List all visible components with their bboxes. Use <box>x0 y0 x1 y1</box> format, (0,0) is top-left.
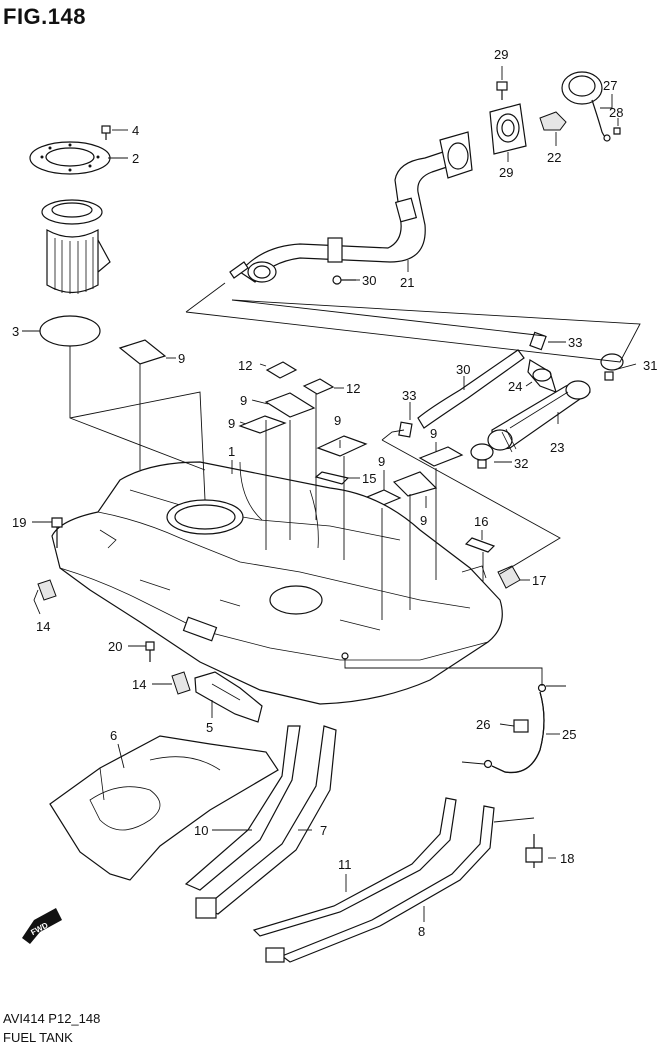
callout-19: 21 <box>400 275 414 290</box>
part-14-pad-b[interactable] <box>464 537 496 553</box>
callout-20: 22 <box>547 150 561 165</box>
callout-10: 10 <box>194 823 208 838</box>
part-9-pad-e[interactable] <box>418 446 464 467</box>
callout-14: 15 <box>362 471 376 486</box>
callout-5: 5 <box>206 720 213 735</box>
callout-29: 32 <box>514 456 528 471</box>
callout-11: 11 <box>338 857 352 872</box>
callout-7: 7 <box>320 823 327 838</box>
callout-18: 20 <box>108 639 122 654</box>
callout-4: 4 <box>132 123 139 138</box>
callout-26: 29 <box>494 47 508 62</box>
part-12-pad-a[interactable] <box>265 361 298 379</box>
part-20-cap-holder[interactable] <box>539 111 567 131</box>
part-9-pad-c[interactable] <box>238 415 287 434</box>
figure-code: AVI414 P12_148 <box>3 1011 101 1026</box>
callout-16: 18 <box>560 851 574 866</box>
callout-9: 9 <box>178 351 185 366</box>
callout-22: 24 <box>508 379 522 394</box>
part-14-pad-a[interactable] <box>314 471 350 485</box>
callout-9: 9 <box>420 513 427 528</box>
part-9-pad-g[interactable] <box>392 471 438 497</box>
part-13-pad-bottom[interactable] <box>171 671 191 695</box>
callout-9: 9 <box>430 426 437 441</box>
part-17-bolt[interactable] <box>51 517 63 548</box>
part-15-grommet[interactable] <box>497 565 521 589</box>
part-4-screw[interactable] <box>101 125 111 140</box>
part-6-tank-under-cover[interactable] <box>49 735 279 881</box>
part-30-clip-lower[interactable] <box>398 421 413 438</box>
callout-8: 8 <box>418 924 425 939</box>
part-33-clip-lower[interactable] <box>483 759 493 769</box>
part-18-bolt[interactable] <box>145 641 155 662</box>
part-28-breather-hose[interactable] <box>417 349 525 429</box>
part-fuel-pump-module[interactable] <box>41 199 111 294</box>
part-22-hose-clamp[interactable] <box>527 359 557 393</box>
callout-30: 33 <box>568 335 582 350</box>
callout-9: 9 <box>378 454 385 469</box>
callout-24: 28 <box>609 105 623 120</box>
callout-9: 9 <box>240 393 247 408</box>
part-11-strap-pad[interactable] <box>252 797 457 937</box>
part-1-fuel-tank[interactable] <box>51 461 503 705</box>
callout-6: 6 <box>110 728 117 743</box>
part-29-clamp-upper[interactable] <box>600 353 624 381</box>
callout-12: 12 <box>238 358 252 373</box>
callout-30: 33 <box>402 388 416 403</box>
callout-27: 30 <box>362 273 376 288</box>
callout-13: 14 <box>132 677 146 692</box>
part-2-pump-cover-plate[interactable] <box>29 141 111 175</box>
part-24-clip[interactable] <box>613 127 621 135</box>
part-27-bolt[interactable] <box>332 275 356 285</box>
callout-25: 29 <box>499 165 513 180</box>
fwd-direction-arrow-icon: FWD <box>22 908 62 944</box>
callout-1: 1 <box>228 444 235 459</box>
part-31-evap-hose[interactable] <box>491 691 545 774</box>
callout-28: 30 <box>456 362 470 377</box>
callout-3: 3 <box>12 324 19 339</box>
part-7-tank-strap[interactable] <box>195 725 337 919</box>
part-30-clip[interactable] <box>529 331 547 351</box>
callout-17: 19 <box>12 515 26 530</box>
leader-lines <box>22 66 641 922</box>
part-9-pad-d[interactable] <box>316 435 368 457</box>
part-12-pad-b[interactable] <box>302 378 335 395</box>
callout-9: 9 <box>228 416 235 431</box>
part-9-pad-a[interactable] <box>118 339 167 365</box>
callout-15: 17 <box>532 573 546 588</box>
figure-title: FIG.148 <box>3 4 86 29</box>
callout-12: 12 <box>346 381 360 396</box>
part-8-tank-strap[interactable] <box>265 805 495 963</box>
part-3-o-ring[interactable] <box>39 315 101 347</box>
part-23-fuel-cap[interactable] <box>561 71 611 142</box>
callout-29: 31 <box>643 358 657 373</box>
callout-14: 16 <box>474 514 488 529</box>
part-5-bracket[interactable] <box>194 671 263 723</box>
callout-9: 9 <box>334 413 341 428</box>
part-10-strap-pad[interactable] <box>184 725 301 891</box>
part-9-pad-b[interactable] <box>264 392 316 418</box>
part-19-filler-neck-pipe[interactable] <box>229 131 473 283</box>
part-25-filler-housing[interactable] <box>489 103 527 155</box>
part-29-clamp-lower[interactable] <box>470 443 494 469</box>
figure-name: FUEL TANK <box>3 1030 73 1045</box>
part-21-filler-hose[interactable] <box>487 380 591 453</box>
callout-23: 27 <box>603 78 617 93</box>
callout-2: 2 <box>132 151 139 166</box>
callout-21: 23 <box>550 440 564 455</box>
part-16-bolt[interactable] <box>525 834 543 868</box>
callout-13: 14 <box>36 619 50 634</box>
part-13-pad-side[interactable] <box>37 579 57 601</box>
part-26-screw[interactable] <box>496 81 508 100</box>
part-32-clamp[interactable] <box>513 719 529 733</box>
callout-32: 26 <box>476 717 490 732</box>
callout-31: 25 <box>562 727 576 742</box>
